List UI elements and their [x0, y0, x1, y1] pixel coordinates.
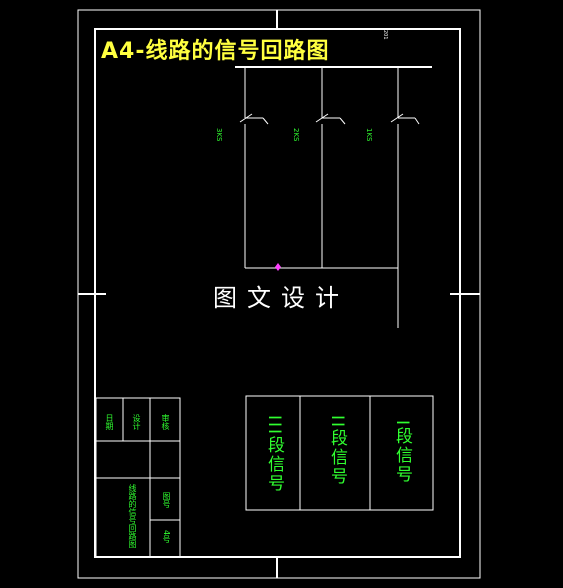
title-block-scale: 4号: [162, 530, 171, 544]
title-block-approve: 审核: [161, 414, 170, 430]
relay-contact-2ks: [315, 67, 346, 268]
signal-label-1: I段信号: [392, 420, 412, 485]
title-block-design: 设计: [132, 414, 141, 430]
title-block-date: 日期: [105, 414, 114, 430]
title-block-grid: [95, 397, 181, 558]
signal-table: [245, 395, 434, 511]
relay-label-1ks: 1KS: [365, 128, 373, 142]
relay-contact-3ks: [239, 67, 269, 268]
title-block-drawing-name: 线路的信号回路图: [128, 484, 137, 548]
relay-contact-1ks: [390, 67, 420, 328]
drawing-title: A4-线路的信号回路图: [101, 39, 330, 64]
junction-marker: [275, 263, 281, 271]
signal-label-3: III段信号: [264, 415, 284, 494]
relay-label-3ks: 3KS: [215, 128, 223, 142]
drawing-code: 201: [382, 30, 388, 40]
signal-label-2: II段信号: [327, 415, 347, 487]
title-block-drawing-no: 图号: [162, 492, 171, 508]
watermark-text: 图文设计: [213, 284, 349, 312]
relay-label-2ks: 2KS: [292, 128, 300, 142]
